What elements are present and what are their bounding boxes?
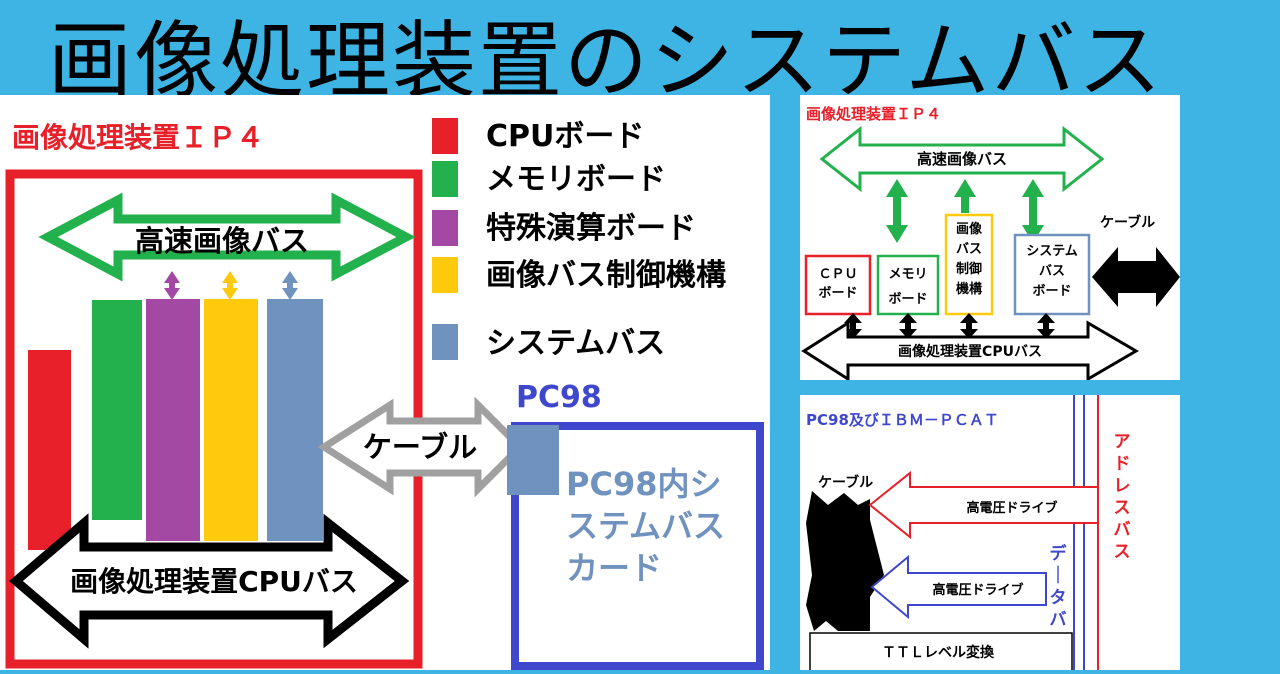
br-heading: PC98及びＩＢＭ－ＰＣＡＴ (806, 411, 999, 429)
br-cable-label: ケーブル (818, 474, 873, 491)
pc98-connector (507, 425, 559, 495)
tr-memory-board (876, 254, 940, 316)
tr-memory-board-line1: メモリ (888, 267, 927, 282)
system-bus-board-bar (267, 299, 323, 541)
legend: CPUボード メモリボード 特殊演算ボード 画像バス制御機構 システムバス (432, 118, 726, 361)
br-ttl-label: ＴＴＬレベル変換 (882, 644, 995, 661)
tr-high-speed-bus-label: 高速画像バス (917, 150, 1007, 168)
tr-cpu-bus-label: 画像処理装置CPUバス (898, 343, 1042, 360)
br-cable-shape (806, 491, 884, 631)
br-ttl-box (809, 632, 1073, 674)
br-address-bus-text: アドレスバス (1114, 432, 1131, 562)
legend-swatch-image-bus (432, 257, 458, 293)
tr-ip4-heading: 画像処理装置ＩＰ４ (806, 105, 941, 123)
bottom-right-diagram-svg: PC98及びＩＢＭ－ＰＣＡＴ アドレスバス ケーブル 高電圧ドライブ 高電圧ドラ… (806, 395, 1131, 674)
legend-label-memory: メモリボード (486, 162, 666, 197)
tr-cpu-bus-arrow (801, 320, 1139, 382)
bottom-right-diagram-panel: PC98及びＩＢＭ－ＰＣＡＴ アドレスバス ケーブル 高電圧ドライブ 高電圧ドラ… (800, 395, 1180, 674)
legend-swatch-memory (432, 161, 458, 197)
connector-arrows (164, 271, 298, 300)
tr-high-speed-bus-arrow (819, 125, 1105, 193)
tr-system-bus-board-line3: ボード (1032, 283, 1071, 299)
left-diagram-panel: 画像処理装置ＩＰ４ 高速画像バス 画像処理装置CPUバス ケーブル (0, 95, 770, 670)
page-title: 画像処理装置のシステムバス (48, 12, 1164, 110)
tr-cpu-board (804, 254, 872, 316)
cpu-bus-label: 画像処理装置CPUバス (70, 565, 358, 598)
tr-system-bus-board-line2: バス (1039, 264, 1065, 279)
legend-label-cpu: CPUボード (486, 119, 644, 154)
pc98-card-line1: PC98内シ (566, 465, 721, 503)
tr-image-bus-control (944, 213, 994, 316)
tr-cable-arrow (1092, 247, 1180, 307)
tr-cpu-board-line2: ボード (818, 285, 857, 301)
legend-label-special: 特殊演算ボード (486, 211, 696, 246)
tr-image-bus-control-line2: バス (956, 242, 982, 257)
high-speed-bus-label: 高速画像バス (135, 224, 309, 258)
tr-black-connectors (844, 313, 1055, 339)
legend-label-system-bus: システムバス (486, 326, 665, 361)
pc98-card-line3: カード (566, 549, 662, 587)
image-bus-control-bar (204, 299, 258, 541)
tr-image-bus-control-line4: 機構 (956, 281, 982, 297)
tr-green-connectors (886, 179, 1044, 243)
legend-label-image-bus: 画像バス制御機構 (486, 258, 726, 293)
legend-swatch-special (432, 210, 458, 246)
left-diagram-svg: 画像処理装置ＩＰ４ 高速画像バス 画像処理装置CPUバス ケーブル (5, 118, 764, 670)
cable-label: ケーブル (363, 430, 477, 464)
cpu-board-bar (28, 350, 71, 550)
cpu-bus-arrow (9, 513, 410, 649)
tr-system-bus-board-line1: システム (1026, 244, 1078, 259)
high-speed-bus-arrow (38, 192, 416, 282)
ip4-heading: 画像処理装置ＩＰ４ (12, 121, 264, 154)
br-address-bus-label: アドレスバス (1114, 432, 1131, 562)
tr-image-bus-control-line3: 制御 (956, 261, 982, 277)
special-calc-board-bar (146, 299, 200, 541)
top-right-diagram-panel: 画像処理装置ＩＰ４ 高速画像バス ＣＰＵ ボード メモリ ボード 画像 バス 制… (800, 95, 1180, 382)
br-drive2-label: 高電圧ドライブ (932, 582, 1023, 598)
br-drive2-arrow (870, 554, 1047, 620)
memory-board-bar (92, 300, 142, 520)
br-drive1-arrow (868, 470, 1099, 540)
top-right-diagram-svg: 画像処理装置ＩＰ４ 高速画像バス ＣＰＵ ボード メモリ ボード 画像 バス 制… (801, 105, 1180, 382)
tr-memory-board-line2: ボード (888, 291, 927, 307)
pc98-card-line2: ステムバス (566, 507, 725, 545)
legend-swatch-system-bus (432, 324, 458, 360)
tr-image-bus-control-line1: 画像 (956, 221, 983, 237)
tr-system-bus-board (1013, 233, 1091, 316)
tr-cable-label: ケーブル (1100, 214, 1155, 231)
tr-cpu-board-line1: ＣＰＵ (818, 267, 857, 282)
legend-swatch-cpu (432, 118, 458, 154)
pc98-label: PC98 (516, 380, 602, 415)
br-drive1-label: 高電圧ドライブ (966, 500, 1057, 516)
